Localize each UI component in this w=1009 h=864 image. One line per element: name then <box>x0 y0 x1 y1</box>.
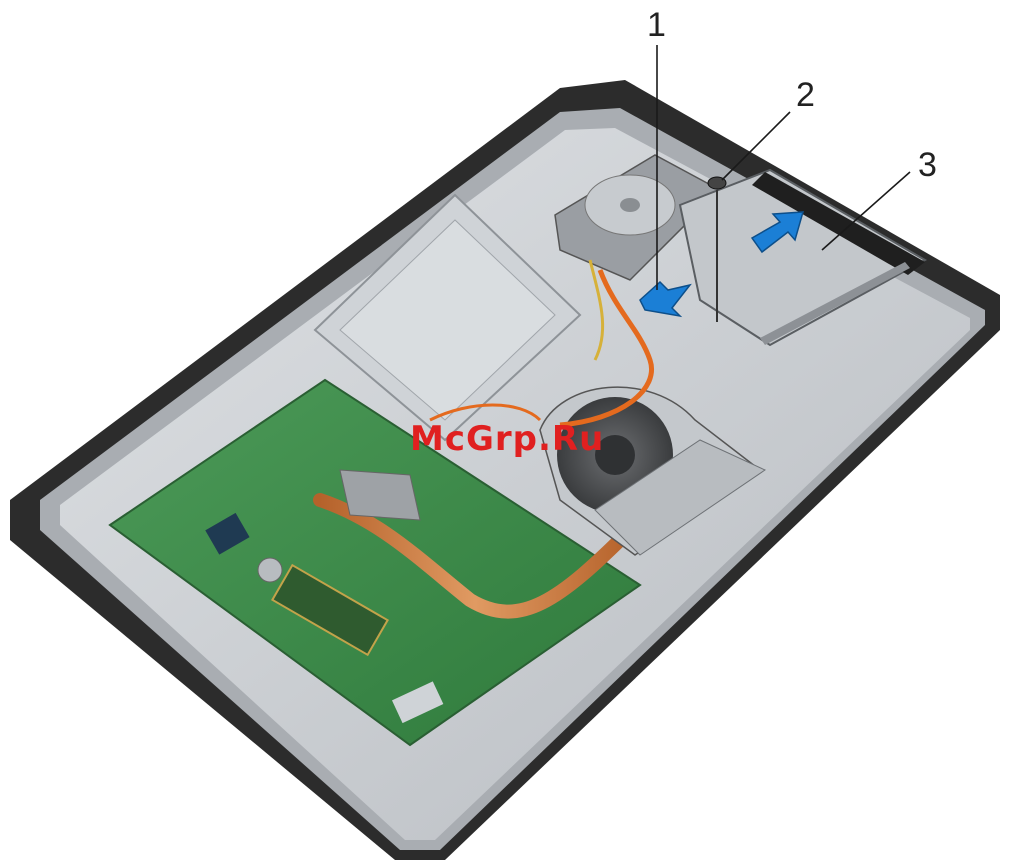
callout-2: 2 <box>796 76 815 114</box>
chassis <box>10 80 1000 860</box>
watermark: McGrp.Ru <box>410 419 604 459</box>
callout-3: 3 <box>918 146 937 184</box>
callout-1: 1 <box>647 6 666 44</box>
